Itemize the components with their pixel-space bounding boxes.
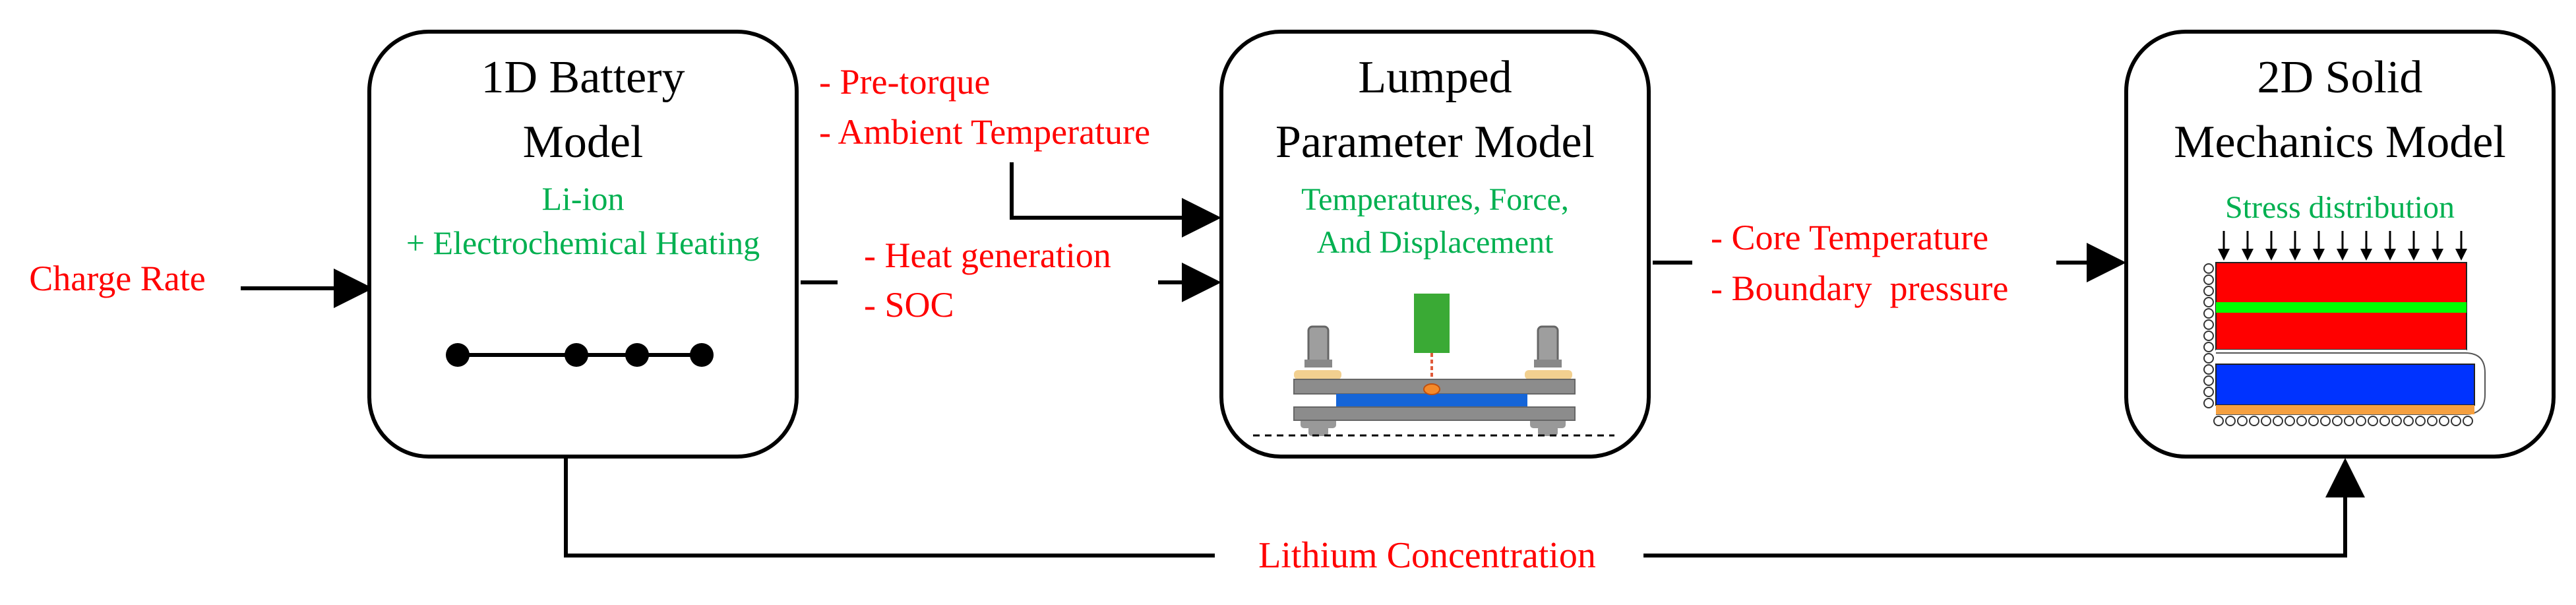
input-label-charge-rate: Charge Rate [29, 259, 205, 298]
lumped-title-line2: Parameter Model [1275, 117, 1595, 168]
blue-layer [2215, 364, 2475, 406]
fixture-battery-cell [1336, 394, 1527, 407]
battery-title-line2: Model [523, 117, 644, 168]
bottom-roller-supports [2213, 416, 2473, 426]
lumped-title-line1: Lumped [1358, 52, 1512, 103]
fixture-bottom-plate [1293, 406, 1576, 421]
green-stripe-layer [2216, 302, 2467, 313]
lumped-sub-line1: Temperatures, Force, [1301, 182, 1569, 217]
stress-distribution-illustration [2203, 231, 2486, 426]
bolt-left-icon [1301, 325, 1336, 436]
load-arrows [2218, 231, 2467, 261]
box-battery-model: 1D Battery Model Li-ion + Electrochemica… [367, 30, 799, 459]
battery-output-line1: - Heat generation [864, 236, 1111, 275]
arrow-lithium-to-mechanics [1643, 458, 2365, 557]
laser-sensor-icon [1414, 294, 1450, 353]
battery-sub-line2: + Electrochemical Heating [406, 224, 760, 261]
battery-1d-mesh-icon [446, 343, 714, 367]
lumped-output-line1: - Core Temperature [1711, 218, 1988, 257]
lumped-sub-line2: And Displacement [1317, 225, 1554, 260]
lithium-concentration-label: Lithium Concentration [1258, 535, 1596, 576]
arrow-inputs-to-lumped [1010, 162, 1221, 238]
lumped-output-line2: - Boundary pressure [1711, 269, 2008, 308]
lumped-input-line2: - Ambient Temperature [819, 112, 1150, 152]
battery-output-line2: - SOC [864, 285, 954, 325]
lumped-input-line1: - Pre-torque [819, 62, 990, 102]
mechanics-sub-line1: Stress distribution [2225, 190, 2455, 225]
box-solid-mechanics-model: 2D Solid Mechanics Model Stress distribu… [2124, 30, 2556, 459]
line-battery-down-to-lithium [564, 459, 1215, 557]
battery-sub-line1: Li-ion [542, 180, 625, 217]
test-fixture-illustration [1253, 294, 1614, 437]
box-lumped-parameter-model: Lumped Parameter Model Temperatures, For… [1219, 30, 1651, 459]
battery-title-line1: 1D Battery [481, 52, 685, 103]
orange-layer [2216, 405, 2474, 414]
mechanics-title-line1: 2D Solid [2257, 52, 2423, 103]
mechanics-title-line2: Mechanics Model [2174, 117, 2505, 168]
left-roller-supports [2203, 263, 2214, 408]
